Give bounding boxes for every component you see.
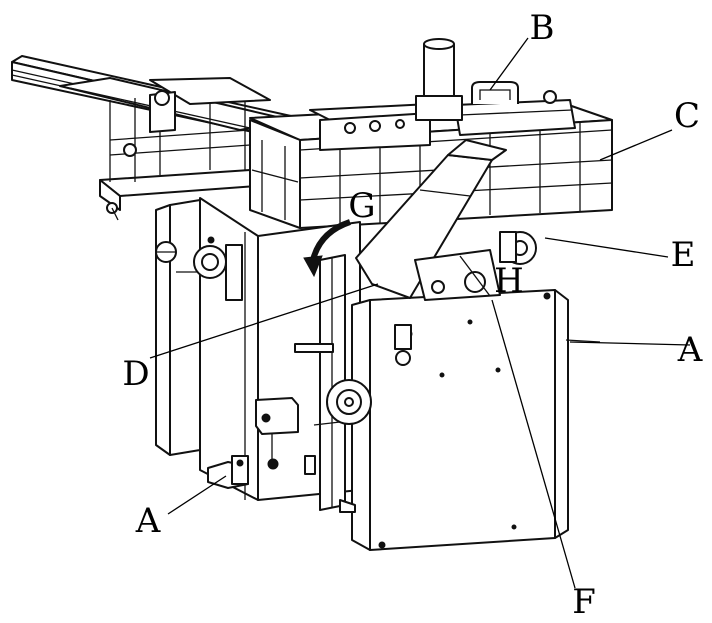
callout-f: F [572,582,596,622]
leader-lines [149,37,691,589]
planer-hood [355,139,507,299]
callout-e: E [671,235,696,275]
callout-a-right: A [677,330,703,370]
dust-port [415,38,463,121]
callout-b: B [530,8,555,48]
inner-column [294,254,372,513]
callout-labels: B C G E H A D A F [122,8,702,622]
callout-g: G [348,186,375,226]
sliding-carriage [99,77,271,221]
handle-b [471,81,519,104]
blade-guard [414,249,501,301]
handwheel-e [499,231,537,265]
left-column [155,199,201,456]
fence-rail [309,90,576,151]
callout-a-left: A [135,501,161,541]
rotation-arrow [303,219,352,278]
callout-c: C [674,96,700,136]
callout-d: D [122,354,149,394]
switch-box [255,397,299,470]
front-cabinet [351,289,601,551]
callout-h: H [494,261,524,301]
